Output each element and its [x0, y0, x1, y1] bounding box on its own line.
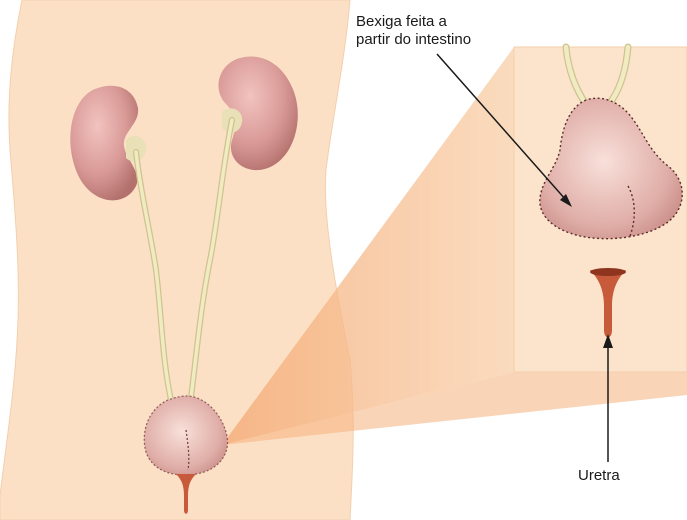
neobladder-label-line2: partir do intestino: [356, 31, 471, 49]
urethra-label: Uretra: [578, 467, 620, 485]
neobladder-label: Bexiga feita a partir do intestino: [356, 13, 471, 49]
urethra-opening: [590, 268, 626, 276]
neobladder-label-line1: Bexiga feita a: [356, 13, 471, 31]
